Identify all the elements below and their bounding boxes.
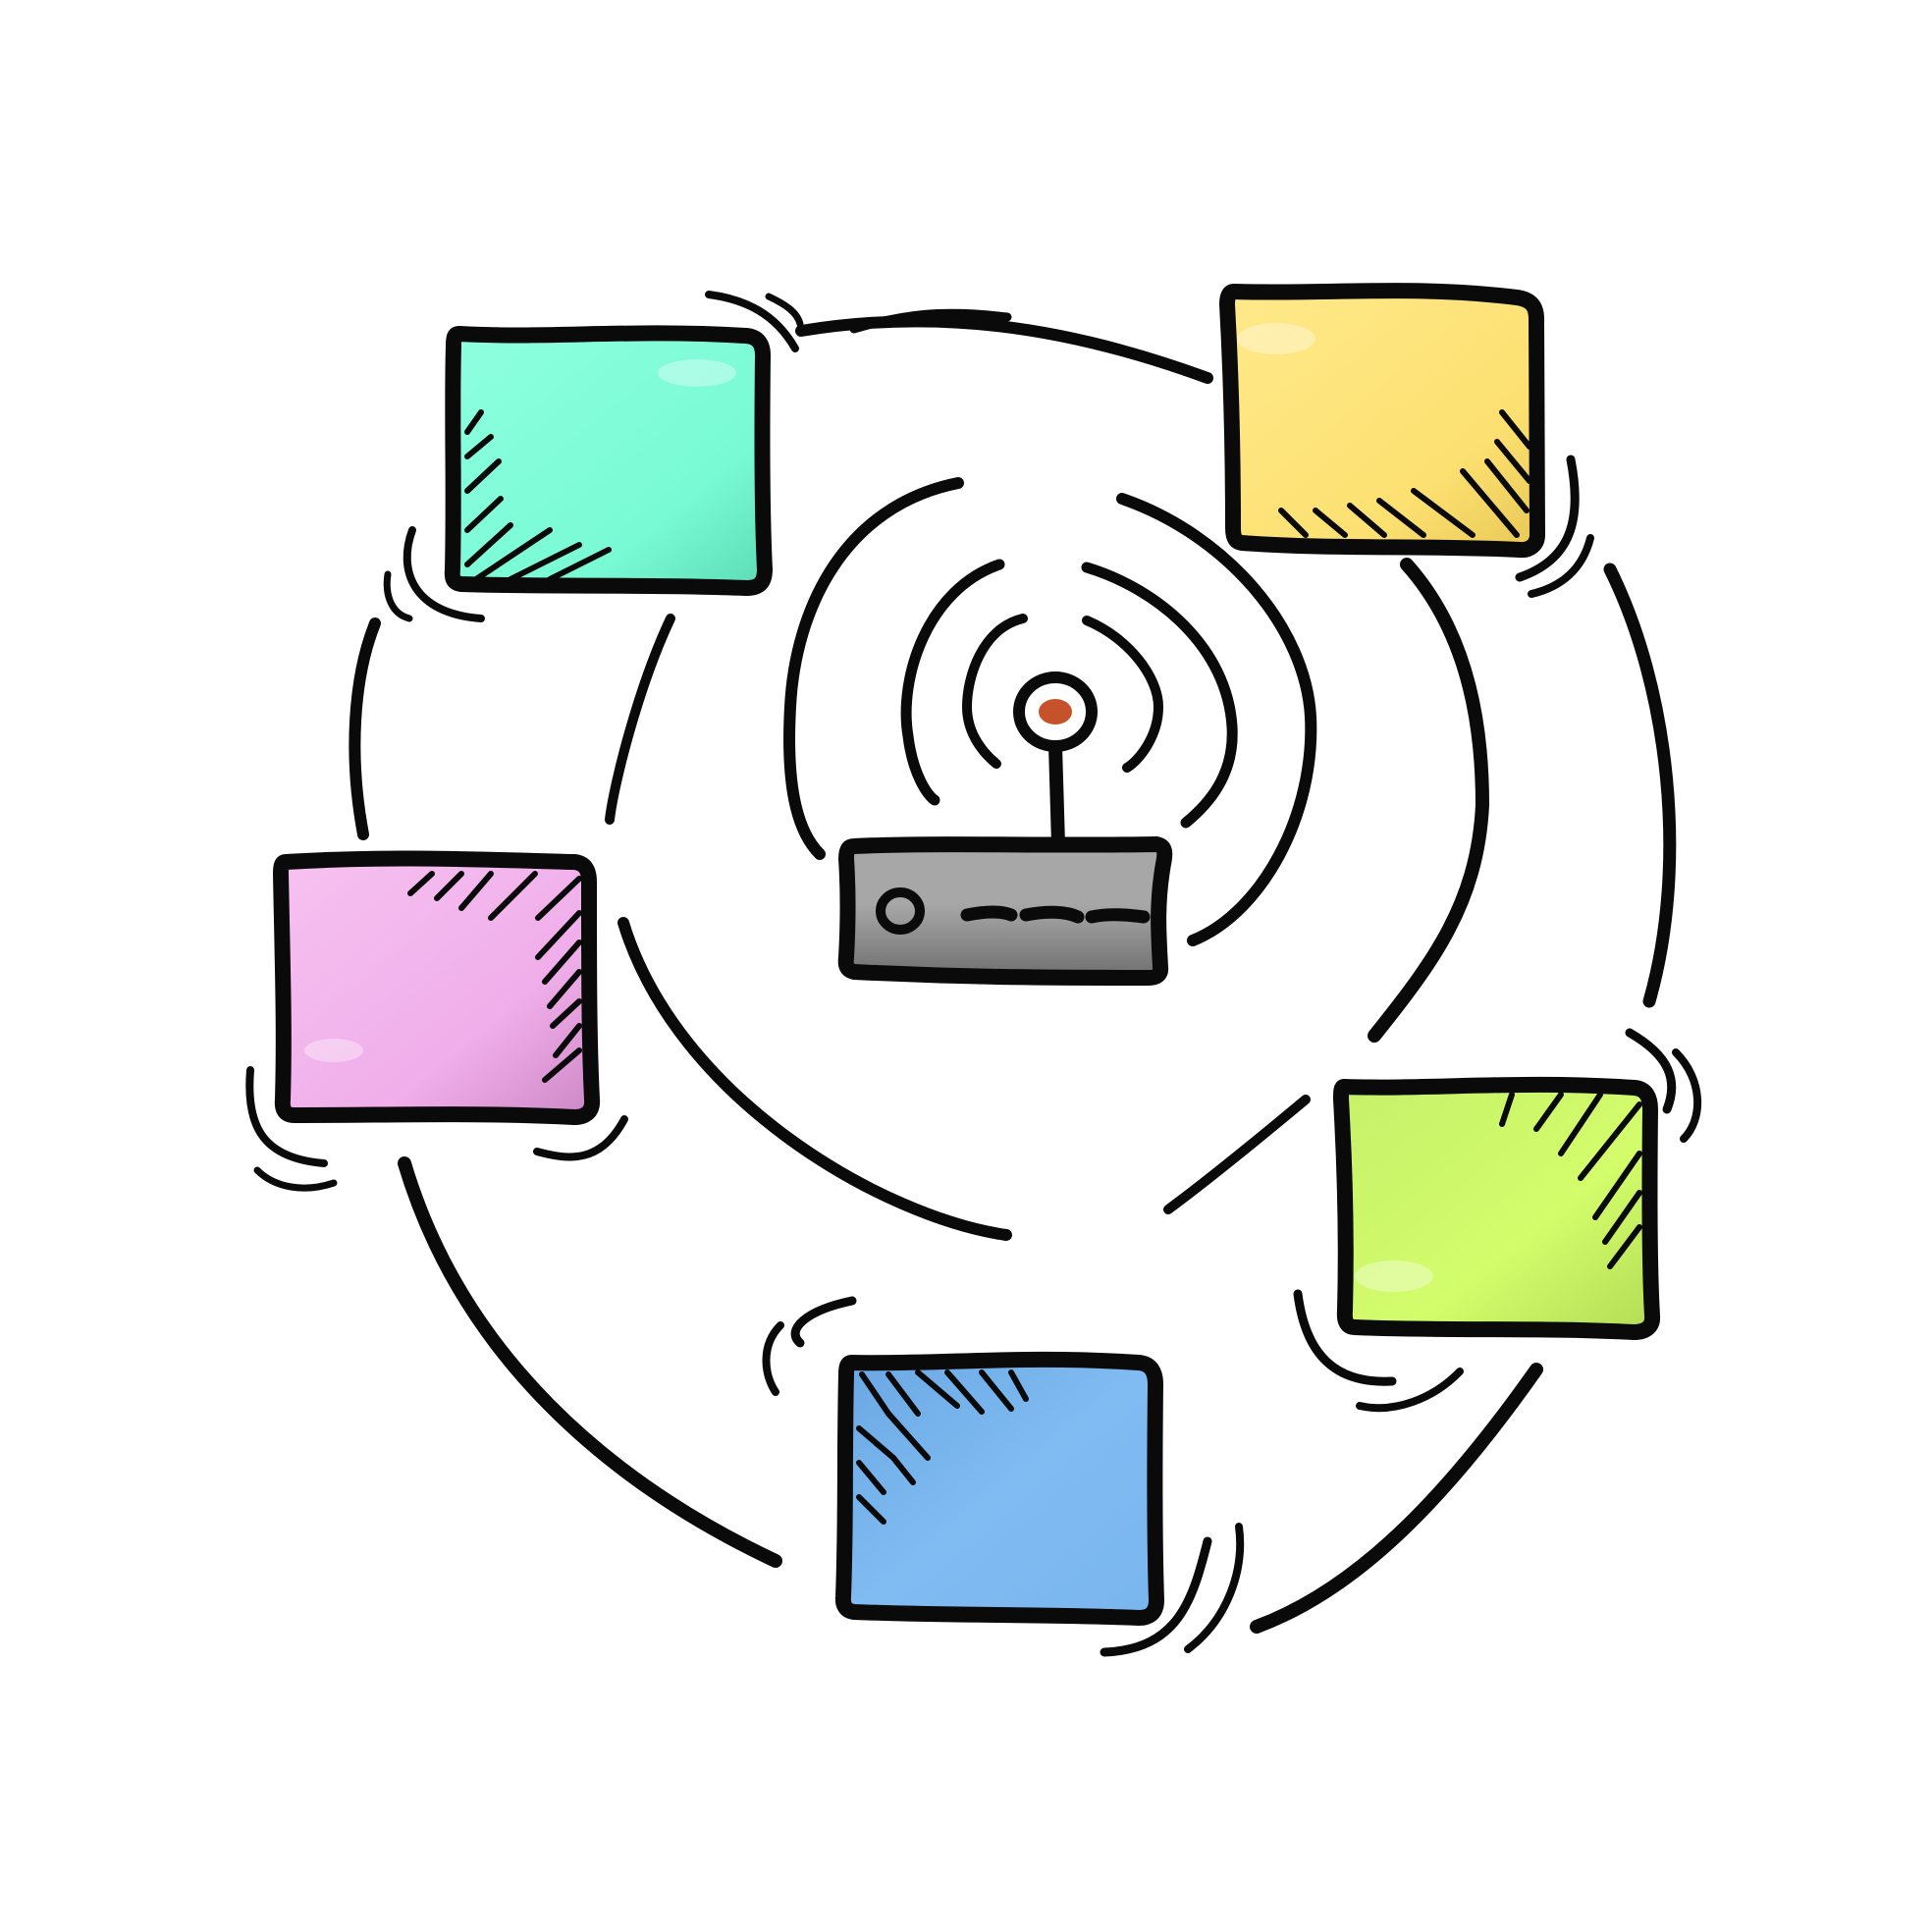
arc-teal-to-yellow-left xyxy=(849,308,1012,334)
arc-pink-to-hub xyxy=(617,917,1012,1241)
pink-square xyxy=(245,850,628,1192)
router-light-1 xyxy=(960,905,1018,922)
arc-yellow-to-lime xyxy=(1603,563,1677,1008)
yellow-square xyxy=(1219,283,1594,598)
arc-pink-to-teal xyxy=(349,617,381,840)
arc-blue-to-pink xyxy=(398,1156,782,1568)
blue-square xyxy=(762,1296,1245,1657)
arc-teal-to-hub xyxy=(605,614,675,825)
inner-arcs xyxy=(605,558,1489,1241)
wireless-router-icon xyxy=(837,671,1173,986)
router-light-2 xyxy=(1019,905,1085,924)
connection-arcs xyxy=(349,308,1677,1634)
router-power-button xyxy=(876,887,925,935)
arc-teal-to-yellow xyxy=(795,315,1213,384)
arc-lime-to-hub xyxy=(1163,1095,1311,1214)
wifi-signal-waves-icon xyxy=(783,477,1317,946)
router-led xyxy=(1039,699,1072,724)
router-antenna xyxy=(1048,739,1065,851)
arc-yellow-to-hub xyxy=(1368,558,1489,1043)
router-light-3 xyxy=(1085,908,1151,924)
lime-square xyxy=(1293,1028,1702,1413)
arc-lime-to-blue xyxy=(1250,1363,1543,1634)
teal-square xyxy=(383,291,804,622)
